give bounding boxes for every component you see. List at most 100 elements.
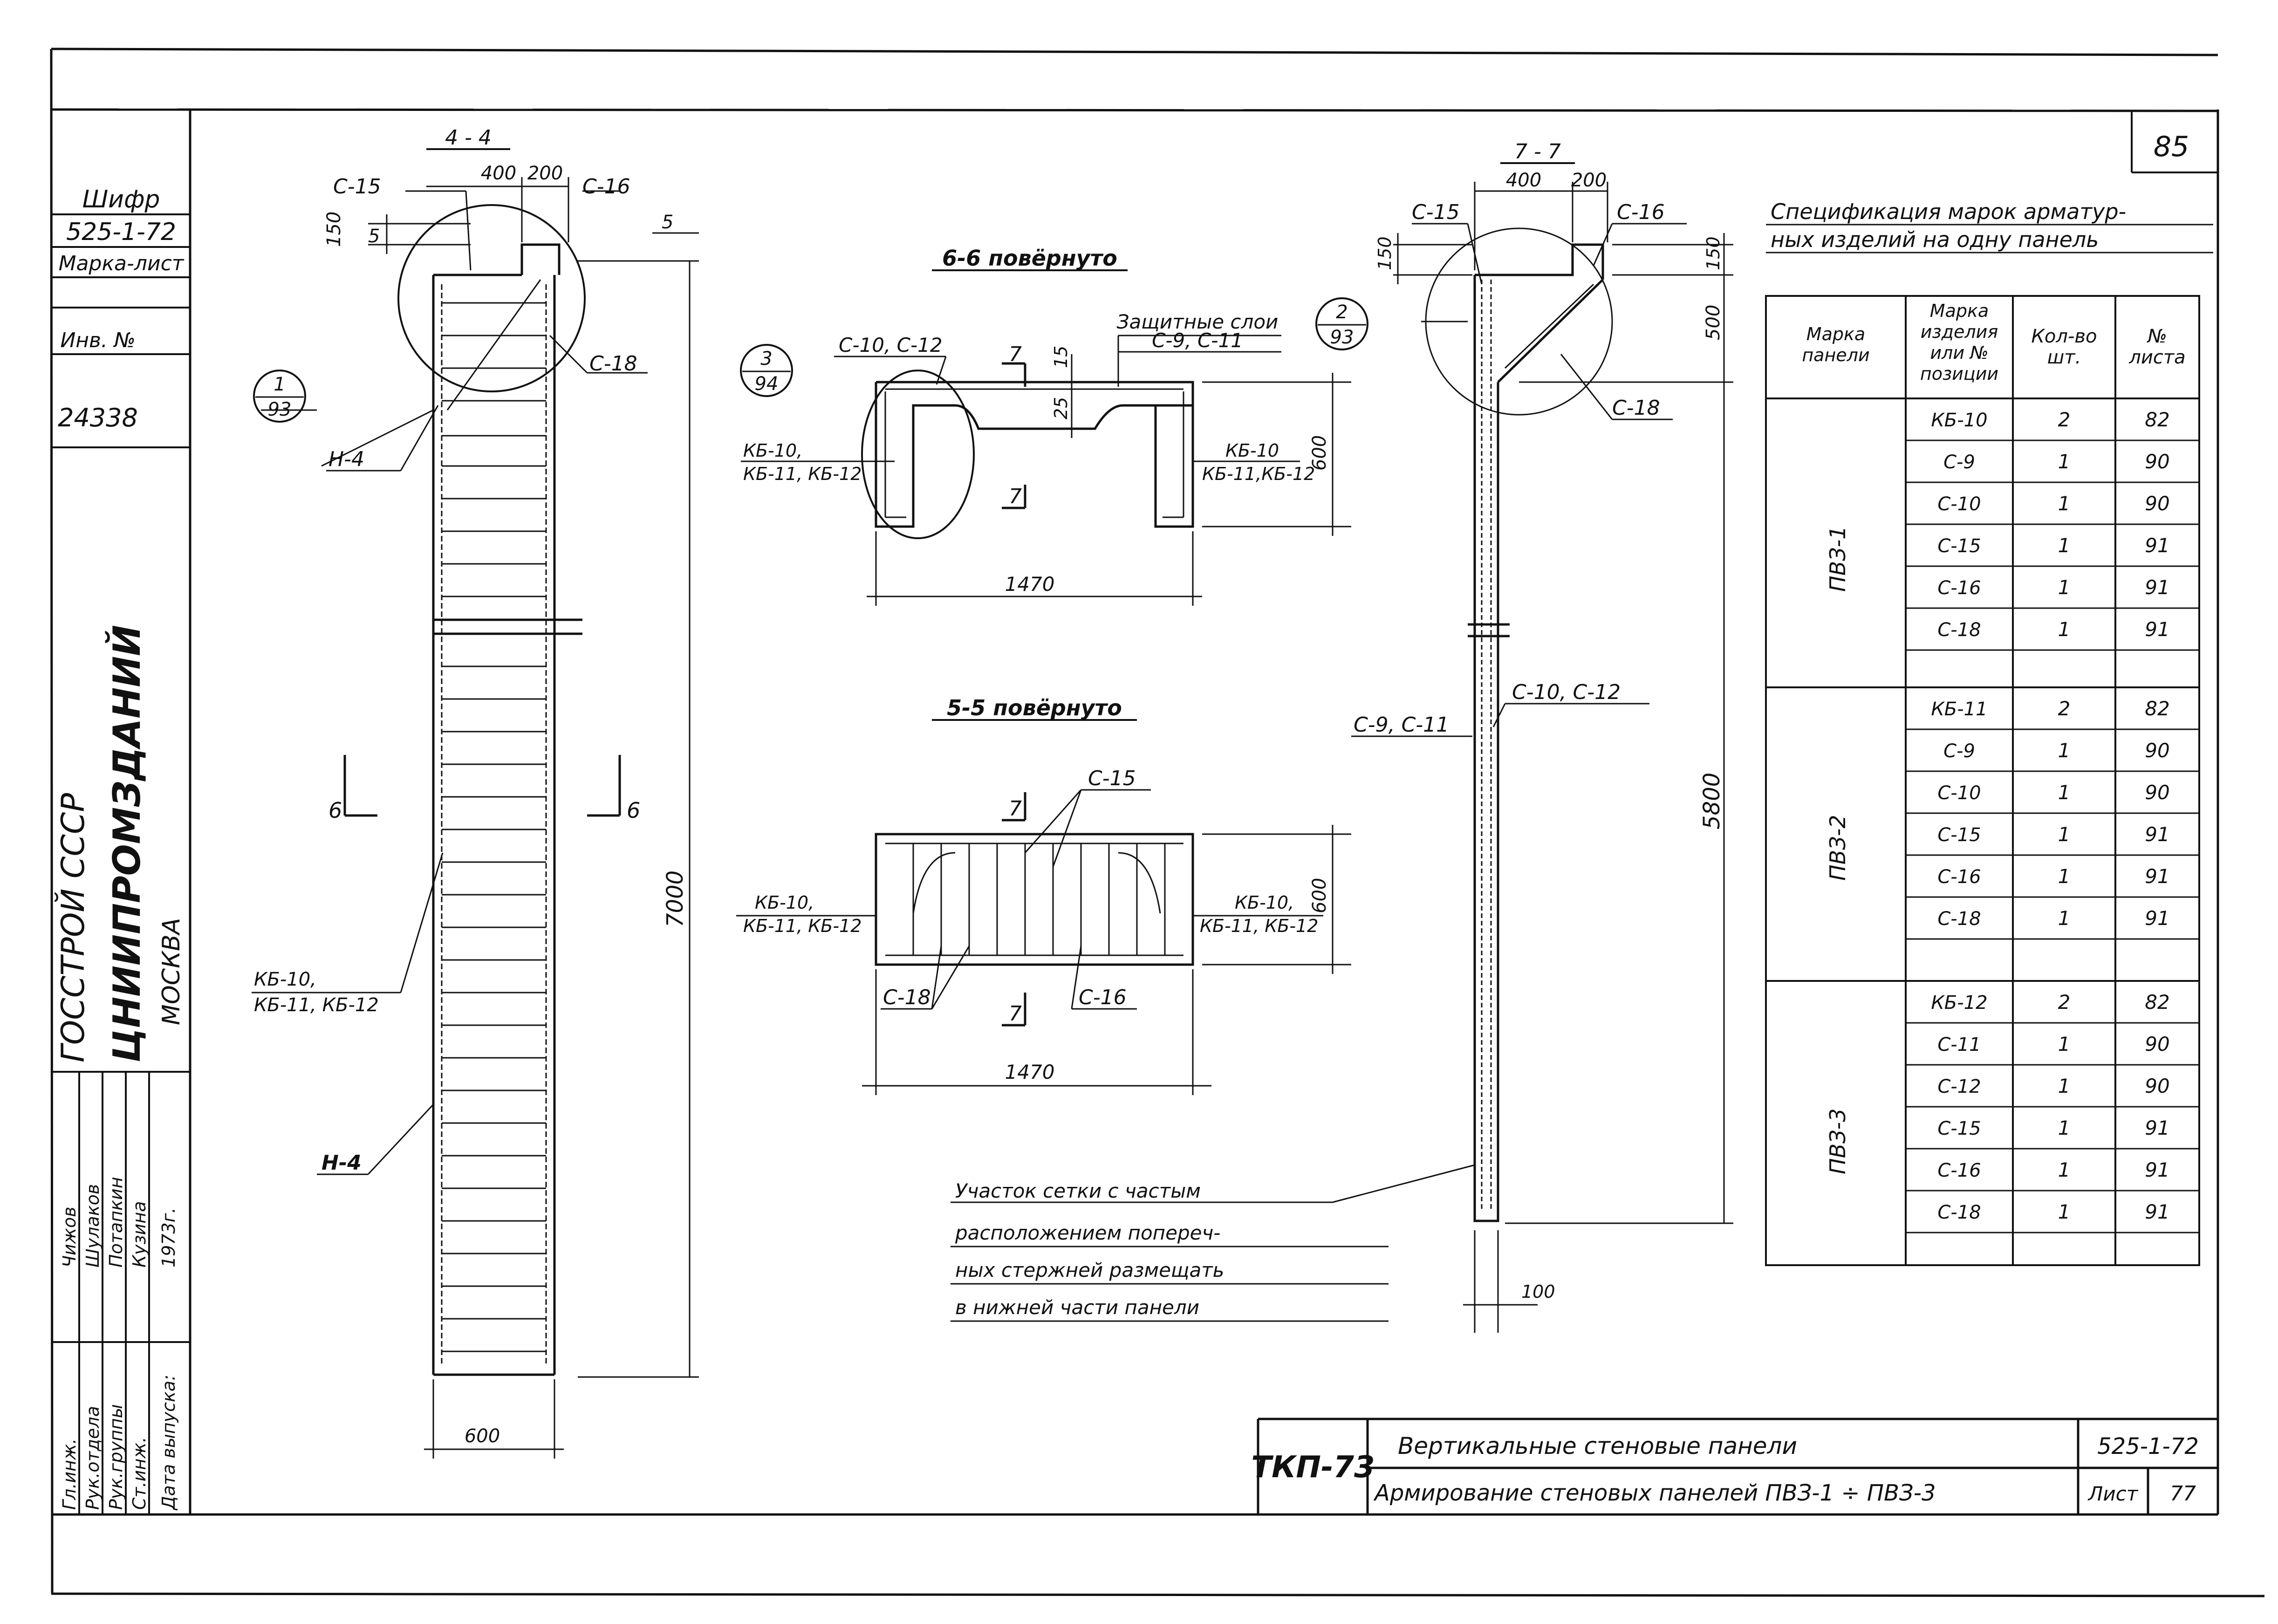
table-row: КБ-12 2 82	[1931, 991, 2169, 1014]
row-mark: С-11	[1937, 1034, 1981, 1055]
row-sheet: 91	[2145, 907, 2169, 930]
table-row: КБ-11 2 82	[1931, 697, 2169, 720]
panel-label: ПВЗ-2	[1825, 815, 1850, 881]
title-block: ТКП-73 Вертикальные стеновые панели Арми…	[1251, 1418, 2218, 1514]
row-qty: 2	[2058, 991, 2071, 1014]
section-7-7: 7 - 7	[951, 140, 1733, 1333]
row-mark: С-15	[1937, 1118, 1981, 1139]
row-mark: С-9	[1943, 740, 1975, 762]
row-mark: С-9	[1943, 452, 1975, 473]
dim-600: 600	[1309, 435, 1330, 471]
table-row: С-16 1 91	[1937, 865, 2169, 888]
sig-role: Гл.инж.	[59, 1439, 80, 1510]
cipher-label: Шифр	[82, 185, 160, 213]
inventory-value: 24338	[58, 403, 138, 432]
dim-5-left: 5	[368, 226, 380, 247]
table-row: С-18 1 91	[1937, 618, 2169, 641]
callout-1-93: 1 93	[253, 370, 306, 423]
row-qty: 1	[2058, 1158, 2071, 1181]
dim-400: 400	[481, 163, 516, 184]
section-4-4: 4 - 4	[252, 126, 699, 1459]
cipher-value: 525-1-72	[66, 218, 176, 246]
table-row: С-16 1 91	[1937, 1158, 2169, 1181]
sheet-frame	[50, 48, 2265, 1597]
inventory-label: Инв. №	[60, 329, 135, 352]
table-row: С-15 1 91	[1937, 1117, 2169, 1139]
kb-left-line1: КБ-10,	[743, 440, 802, 461]
dim-600: 600	[465, 1425, 500, 1447]
cut-mark-bottom: 7	[1009, 1002, 1022, 1026]
row-qty: 2	[2058, 408, 2071, 431]
label-c18: С-18	[883, 986, 931, 1009]
row-sheet: 90	[2145, 450, 2169, 473]
row-sheet: 82	[2145, 408, 2169, 431]
row-sheet: 90	[2145, 739, 2169, 762]
label-c16: С-16	[582, 175, 630, 199]
row-sheet: 91	[2145, 1158, 2169, 1181]
table-row: С-16 1 91	[1937, 576, 2169, 599]
row-qty: 1	[2058, 1200, 2071, 1223]
row-qty: 1	[2058, 450, 2071, 473]
row-mark: С-10	[1937, 782, 1981, 804]
row-mark: С-12	[1937, 1076, 1981, 1097]
sig-name: Кузина	[129, 1201, 150, 1268]
row-qty: 1	[2058, 865, 2071, 888]
row-mark: С-10	[1937, 493, 1981, 515]
row-qty: 1	[2058, 1075, 2071, 1097]
signature-rows: Гл.инж. Чижов Рук.отдела Шулаков Рук.гру…	[59, 1177, 179, 1511]
section-5-5: 5-5 повёрнуто	[736, 695, 1351, 1095]
panel-label: ПВЗ-3	[1825, 1108, 1850, 1174]
label-n4-bottom: Н-4	[322, 1151, 362, 1175]
spec-title-line1: Спецификация марок арматур-	[1771, 199, 2126, 224]
row-sheet: 91	[2145, 618, 2169, 641]
kb-left-line2: КБ-11, КБ-12	[743, 916, 862, 936]
cut-mark-top: 7	[1009, 797, 1022, 821]
row-mark: С-16	[1937, 866, 1981, 888]
mark-sheet-label: Марка-лист	[59, 252, 185, 275]
title-line1: Вертикальные стеновые панели	[1398, 1432, 1797, 1460]
label-c18: С-18	[1612, 396, 1660, 420]
label-c15: С-15	[1412, 200, 1460, 224]
table-row: КБ-10 2 82	[1931, 408, 2169, 431]
cut-mark-top: 7	[1009, 343, 1022, 366]
label-c18: С-18	[589, 352, 637, 376]
spec-title-line2: ных изделий на одну панель	[1771, 227, 2099, 252]
section-title: 5-5 повёрнуто	[947, 695, 1122, 720]
note-line: в нижней части панели	[955, 1296, 1199, 1319]
row-mark: С-18	[1937, 1202, 1981, 1223]
label-n4-top: Н-4	[328, 447, 364, 471]
callout-sheet: 93	[1330, 327, 1354, 348]
label-c16: С-16	[1617, 200, 1665, 224]
sig-name: Чижов	[59, 1206, 80, 1268]
dim-5800: 5800	[1699, 773, 1725, 829]
table-row: С-15 1 91	[1937, 823, 2169, 846]
sig-name: Потапкин	[106, 1177, 126, 1268]
note-line: Участок сетки с частым	[955, 1179, 1201, 1202]
row-sheet: 91	[2145, 865, 2169, 888]
label-c15: С-15	[333, 175, 381, 199]
row-sheet: 91	[2145, 823, 2169, 846]
section-6-6: 6-6 повёрнуто	[740, 246, 1351, 606]
spec-table: Спецификация марок арматур- ных изделий …	[1765, 199, 2213, 1266]
dim-400: 400	[1506, 170, 1541, 191]
row-qty: 1	[2058, 739, 2071, 762]
row-mark: С-16	[1937, 577, 1981, 599]
table-row: С-9 1 90	[1943, 450, 2170, 473]
dim-25: 25	[1051, 397, 1071, 419]
table-row: С-18 1 91	[1937, 907, 2169, 930]
kb-right-line1: КБ-10,	[1235, 892, 1294, 913]
row-qty: 1	[2058, 492, 2071, 515]
note-line: расположением попереч-	[955, 1221, 1220, 1244]
kb-right-line2: КБ-11, КБ-12	[1200, 916, 1318, 936]
dim-500: 500	[1703, 305, 1724, 340]
sig-role: Рук.группы	[106, 1404, 126, 1510]
dim-7000: 7000	[662, 870, 688, 927]
note-line: ных стержней размещать	[955, 1259, 1224, 1281]
sig-name: 1973г.	[158, 1207, 179, 1268]
header-cell: шт.	[2047, 347, 2081, 368]
protective-label: Защитные слои	[1117, 310, 1279, 333]
kb-right-line2: КБ-11,КБ-12	[1202, 464, 1315, 484]
row-qty: 1	[2058, 781, 2071, 804]
row-qty: 1	[2058, 576, 2071, 599]
header-cell: панели	[1802, 345, 1869, 365]
